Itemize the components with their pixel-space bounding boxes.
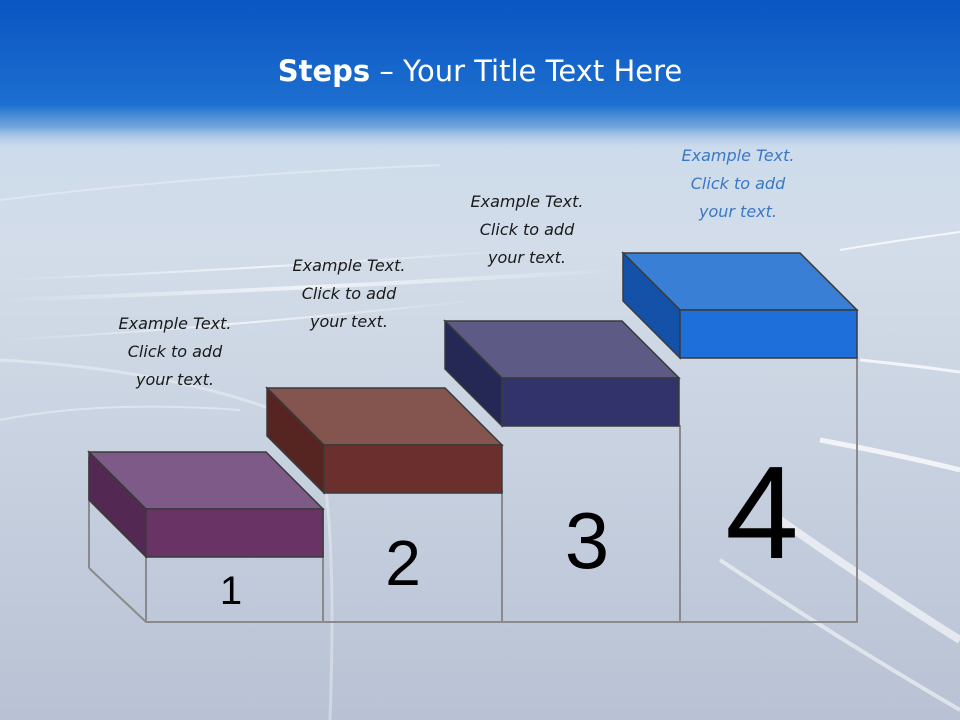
step-1-text-line-2: Click to add: [127, 342, 223, 361]
step-3-block-front: [501, 377, 680, 427]
step-4-block[interactable]: [621, 251, 859, 360]
title-rest: – Your Title Text Here: [370, 54, 683, 88]
step-4-text[interactable]: Example Text. Click to add your text.: [643, 142, 833, 226]
step-1-text-line-3: your text.: [135, 370, 214, 389]
step-4-text-line-1: Example Text.: [681, 146, 795, 165]
step-1-block-front: [145, 508, 324, 558]
step-2-text[interactable]: Example Text. Click to add your text.: [254, 252, 444, 336]
title-bar: [0, 0, 960, 150]
step-3-text-line-3: your text.: [487, 248, 566, 267]
title-bold: Steps: [277, 54, 371, 88]
step-3-text-line-1: Example Text.: [470, 192, 584, 211]
step-1-number: 1: [220, 569, 242, 613]
step-2-block[interactable]: [265, 386, 504, 495]
step-3-text-line-2: Click to add: [479, 220, 575, 239]
step-4-block-front: [679, 309, 858, 359]
step-3-block[interactable]: [443, 319, 681, 428]
step-1-text-line-1: Example Text.: [118, 314, 232, 333]
step-4-text-line-3: your text.: [698, 202, 777, 221]
step-3-text[interactable]: Example Text. Click to add your text.: [432, 188, 622, 272]
step-2-block-front: [323, 444, 503, 494]
step-1-text[interactable]: Example Text. Click to add your text.: [80, 310, 270, 394]
step-1-block[interactable]: [87, 450, 325, 559]
step-4-number: 4: [725, 439, 798, 586]
step-2-text-line-1: Example Text.: [292, 256, 406, 275]
step-4-text-line-2: Click to add: [690, 174, 786, 193]
step-2-number: 2: [385, 527, 421, 599]
slide-title[interactable]: Steps – Your Title Text Here: [0, 54, 960, 88]
step-2-text-line-3: your text.: [309, 312, 388, 331]
step-2-text-line-2: Click to add: [301, 284, 397, 303]
step-3-number: 3: [565, 496, 610, 585]
